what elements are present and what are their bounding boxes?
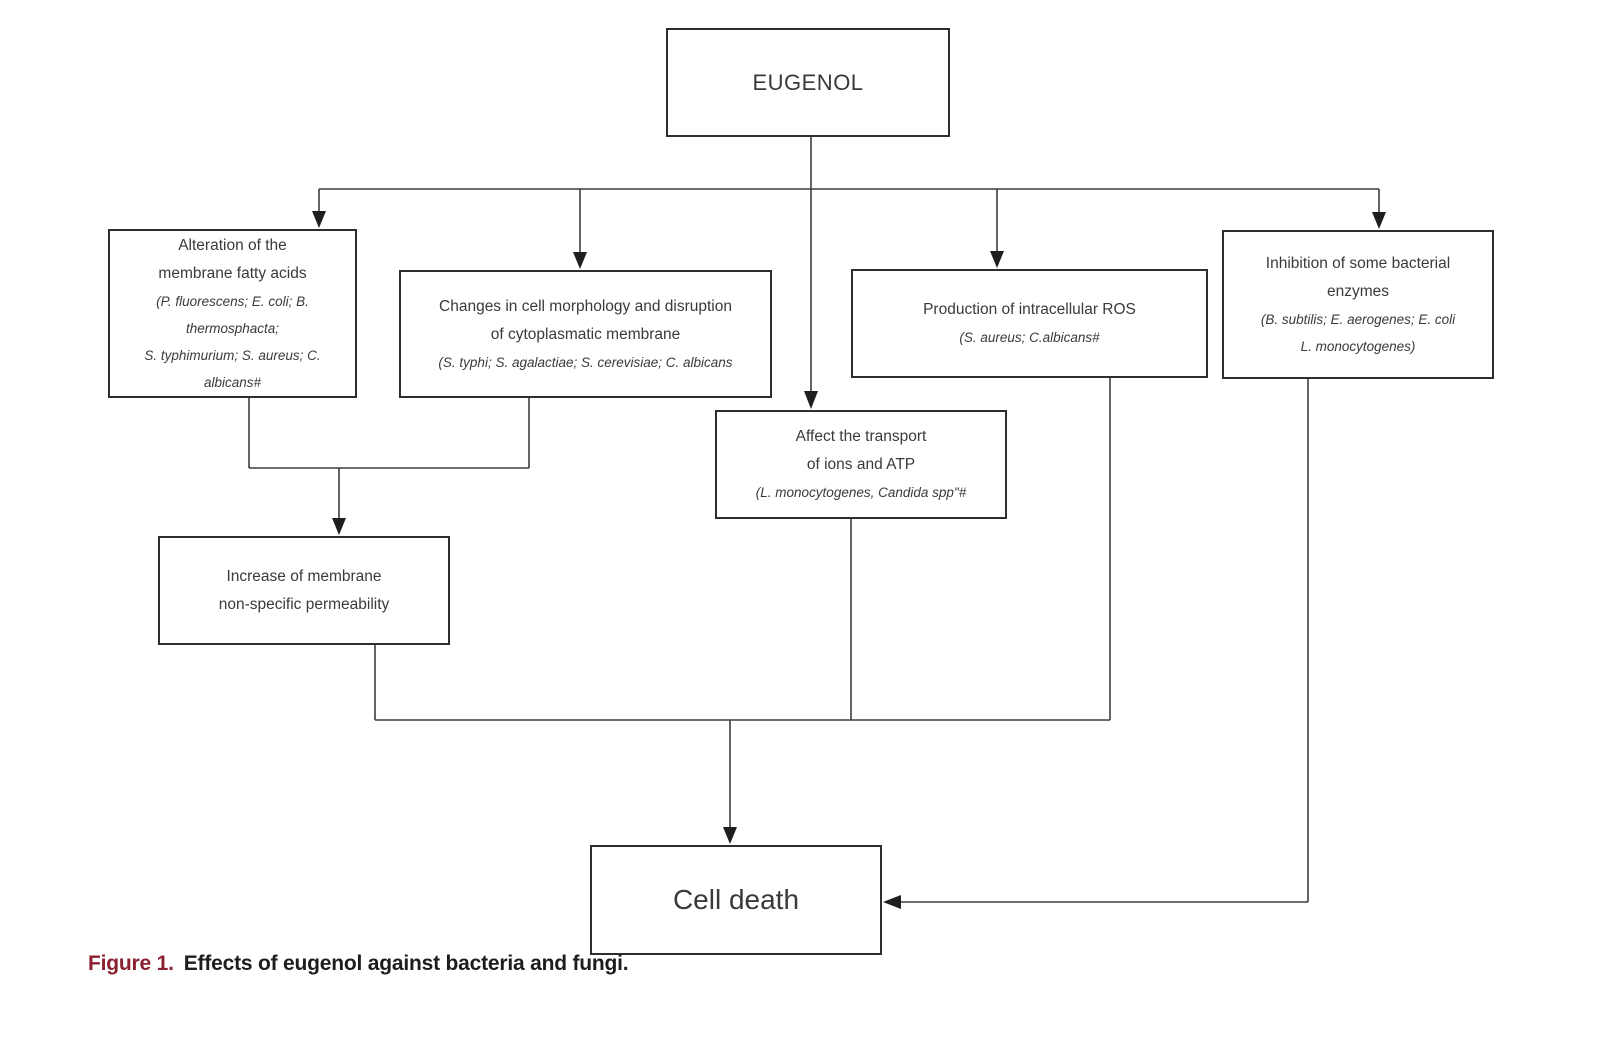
node-enzymes-title: Inhibition of some bacterial enzymes <box>1265 254 1451 300</box>
node-eugenol-title: EUGENOL <box>752 69 864 95</box>
node-bacterial-enzymes-inhibition: Inhibition of some bacterial enzymes (B.… <box>1222 230 1494 379</box>
arrow-branch-to-morphology <box>573 189 587 269</box>
node-membrane-permeability: Increase of membrane non-specific permea… <box>158 536 450 645</box>
figure-caption-text: Effects of eugenol against bacteria and … <box>183 952 629 975</box>
arrow-branch-to-ros <box>990 189 1004 268</box>
node-cell-death-title: Cell death <box>672 884 800 915</box>
node-cell-death: Cell death <box>590 845 882 955</box>
arrow-enzymes-to-cell-death <box>883 379 1309 909</box>
node-alteration-species: (P. fluorescens; E. coli; B. thermosphac… <box>144 293 321 390</box>
node-cell-morphology-changes: Changes in cell morphology and disruptio… <box>399 270 772 398</box>
node-transport-title: Affect the transport of ions and ATP <box>795 428 927 473</box>
node-ros-title: Production of intracellular ROS <box>923 301 1136 318</box>
node-alteration-title: Alteration of the membrane fatty acids <box>158 236 307 282</box>
node-intracellular-ros: Production of intracellular ROS (S. aure… <box>851 269 1208 378</box>
node-transport-species: (L. monocytogenes, Candida spp"# <box>755 485 967 500</box>
figure-caption: Figure 1. Effects of eugenol against bact… <box>88 952 629 976</box>
node-morphology-title: Changes in cell morphology and disruptio… <box>439 297 732 343</box>
arrow-eugenol-to-transport <box>804 137 818 409</box>
node-permeability-title: Increase of membrane non-specific permea… <box>218 567 390 613</box>
arrow-branch-to-alteration <box>312 189 326 228</box>
node-enzymes-species: (B. subtilis; E. aerogenes; E. coli L. m… <box>1260 311 1456 354</box>
join-alteration-morphology <box>248 398 530 535</box>
node-alteration-membrane-fatty-acids: Alteration of the membrane fatty acids (… <box>108 229 357 398</box>
node-ion-atp-transport: Affect the transport of ions and ATP (L.… <box>715 410 1007 519</box>
figure-caption-label: Figure 1. <box>88 952 174 975</box>
node-eugenol: EUGENOL <box>666 28 950 137</box>
node-morphology-species: (S. typhi; S. agalactiae; S. cerevisiae;… <box>438 354 733 370</box>
arrow-branch-to-enzymes <box>1372 189 1386 229</box>
join-to-cell-death <box>374 378 1111 844</box>
node-ros-species: (S. aureus; C.albicans# <box>959 330 1100 345</box>
